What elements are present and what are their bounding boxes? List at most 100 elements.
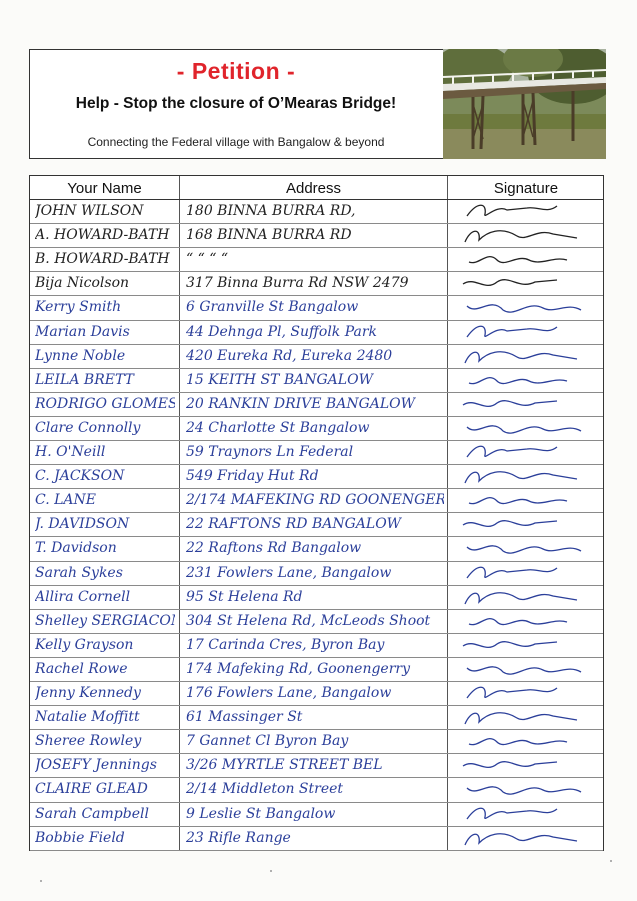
signatory-name: CLAIRE GLEAD bbox=[35, 781, 148, 798]
handwritten-signature bbox=[457, 345, 597, 367]
row-rule bbox=[30, 440, 603, 441]
signatory-name: J. DAVIDSON bbox=[35, 516, 130, 533]
column-header-address: Address bbox=[285, 180, 342, 197]
signatory-name: Jenny Kennedy bbox=[35, 685, 141, 701]
row-rule bbox=[30, 849, 603, 851]
signatory-name: Lynne Noble bbox=[35, 347, 126, 364]
scan-speck bbox=[610, 860, 612, 862]
row-rule bbox=[30, 705, 603, 707]
row-rule bbox=[30, 488, 603, 490]
signatory-address: 2/174 MAFEKING RD GOONENGERRY bbox=[186, 492, 444, 509]
handwritten-signature bbox=[457, 754, 597, 776]
row-rule bbox=[30, 247, 603, 249]
signatory-name: Shelley SERGIACOMI bbox=[35, 612, 175, 629]
row-rule bbox=[30, 681, 603, 682]
signatory-name: Natalie Moffitt bbox=[35, 709, 140, 726]
signatory-address: 317 Binna Burra Rd NSW 2479 bbox=[186, 275, 409, 292]
row-rule bbox=[30, 223, 603, 225]
handwritten-signature bbox=[457, 537, 597, 559]
handwritten-signature bbox=[457, 706, 597, 728]
row-rule bbox=[30, 753, 603, 755]
handwritten-signature bbox=[457, 586, 597, 608]
row-rule bbox=[30, 391, 603, 393]
handwritten-signature bbox=[457, 465, 597, 487]
row-rule bbox=[30, 777, 603, 779]
signatory-name: H. O'Neill bbox=[35, 444, 106, 460]
signatory-address: 6 Granville St Bangalow bbox=[186, 299, 359, 316]
bridge-photo bbox=[443, 49, 606, 159]
column-header-signature: Signature bbox=[493, 180, 559, 197]
signatory-name: C. LANE bbox=[35, 492, 96, 509]
signatory-name: A. HOWARD-BATH bbox=[35, 227, 170, 244]
row-rule bbox=[30, 584, 603, 586]
handwritten-signature bbox=[457, 658, 597, 680]
column-header-name: Your Name bbox=[67, 180, 142, 197]
signatory-address: 17 Carinda Cres, Byron Bay bbox=[186, 636, 385, 653]
signatory-address: 176 Fowlers Lane, Bangalow bbox=[186, 685, 392, 701]
row-rule bbox=[30, 825, 603, 827]
handwritten-signature bbox=[457, 610, 597, 632]
row-rule bbox=[30, 271, 603, 273]
handwritten-signature bbox=[457, 321, 597, 343]
signatory-name: Sheree Rowley bbox=[35, 733, 142, 750]
signatory-address: 95 St Helena Rd bbox=[186, 588, 303, 605]
petition-tagline: Connecting the Federal village with Bang… bbox=[87, 135, 385, 149]
signature-table: Your Name Address Signature JOHN WILSON 1… bbox=[29, 175, 604, 851]
handwritten-signature bbox=[457, 827, 597, 849]
signatory-name: C. JACKSON bbox=[35, 468, 125, 485]
row-rule bbox=[30, 319, 603, 321]
signatory-name: JOSEFY Jennings bbox=[35, 757, 157, 774]
header-rule bbox=[30, 199, 603, 200]
signatory-name: Rachel Rowe bbox=[35, 660, 128, 677]
row-rule bbox=[30, 367, 603, 369]
row-rule bbox=[30, 512, 603, 514]
signatory-address: “ “ “ “ bbox=[186, 251, 228, 268]
row-rule bbox=[30, 415, 603, 417]
signatory-address: 59 Traynors Ln Federal bbox=[186, 444, 354, 460]
signatory-address: 304 St Helena Rd, McLeods Shoot bbox=[186, 612, 431, 629]
signatory-address: 2/14 Middleton Street bbox=[186, 781, 344, 798]
handwritten-signature bbox=[457, 803, 597, 825]
row-rule bbox=[30, 632, 603, 634]
signatory-name: Bija Nicolson bbox=[35, 275, 130, 292]
handwritten-signature bbox=[457, 272, 597, 294]
signatory-name: JOHN WILSON bbox=[35, 203, 144, 219]
handwritten-signature bbox=[457, 513, 597, 535]
handwritten-signature bbox=[457, 393, 597, 415]
signatory-name: RODRIGO GLOMES bbox=[35, 395, 175, 412]
signatory-address: 44 Dehnga Pl, Suffolk Park bbox=[186, 323, 378, 340]
signatory-address: 9 Leslie St Bangalow bbox=[186, 805, 336, 822]
signatory-address: 15 KEITH ST BANGALOW bbox=[186, 371, 373, 388]
signatory-name: LEILA BRETT bbox=[35, 371, 134, 388]
signatory-name: Allira Cornell bbox=[35, 588, 131, 605]
signatory-name: Clare Connolly bbox=[35, 419, 141, 436]
scan-speck bbox=[270, 870, 272, 872]
signatory-name: Bobbie Field bbox=[35, 829, 125, 846]
signatory-name: T. Davidson bbox=[35, 540, 117, 557]
row-rule bbox=[30, 343, 603, 345]
signatory-address: 22 Raftons Rd Bangalow bbox=[186, 540, 362, 557]
petition-title: - Petition - bbox=[176, 58, 296, 84]
handwritten-signature bbox=[457, 682, 597, 704]
signatory-address: 174 Mafeking Rd, Goonengerry bbox=[186, 660, 411, 677]
handwritten-signature bbox=[457, 441, 597, 463]
signatory-address: 22 RAFTONS RD BANGALOW bbox=[186, 516, 402, 533]
handwritten-signature bbox=[457, 778, 597, 800]
signatory-address: 20 RANKIN DRIVE BANGALOW bbox=[186, 395, 416, 412]
row-rule bbox=[30, 656, 603, 658]
handwritten-signature bbox=[457, 200, 597, 222]
handwritten-signature bbox=[457, 562, 597, 584]
petition-subtitle: Help - Stop the closure of O’Mearas Brid… bbox=[75, 95, 397, 112]
signatory-name: Sarah Sykes bbox=[35, 564, 123, 581]
scan-speck bbox=[40, 880, 42, 882]
signatory-address: 24 Charlotte St Bangalow bbox=[186, 419, 370, 436]
signatory-address: 231 Fowlers Lane, Bangalow bbox=[186, 564, 392, 581]
handwritten-signature bbox=[457, 489, 597, 511]
signatory-address: 61 Massinger St bbox=[186, 709, 303, 726]
signatory-name: B. HOWARD-BATH bbox=[35, 251, 170, 268]
handwritten-signature bbox=[457, 248, 597, 270]
signatory-address: 180 BINNA BURRA RD, bbox=[186, 203, 356, 219]
handwritten-signature bbox=[457, 417, 597, 439]
petition-header: - Petition - Help - Stop the closure of … bbox=[29, 49, 606, 159]
signatory-name: Sarah Campbell bbox=[35, 805, 149, 822]
